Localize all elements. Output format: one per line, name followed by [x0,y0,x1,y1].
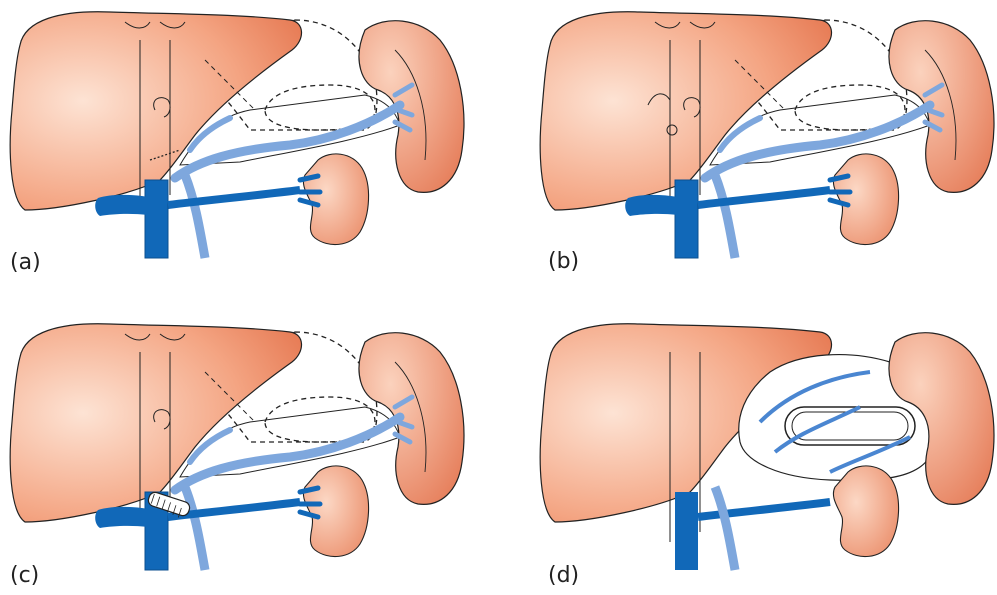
panel-a-illustration [10,12,464,258]
panel-b-illustration [540,12,994,258]
panel-d-illustration [540,324,994,570]
panel-d-label: (d) [548,563,579,588]
panel-c-illustration [10,324,464,570]
panel-a-label: (a) [10,250,41,275]
panel-b-label: (b) [548,249,579,274]
panel-c-label: (c) [10,563,39,588]
